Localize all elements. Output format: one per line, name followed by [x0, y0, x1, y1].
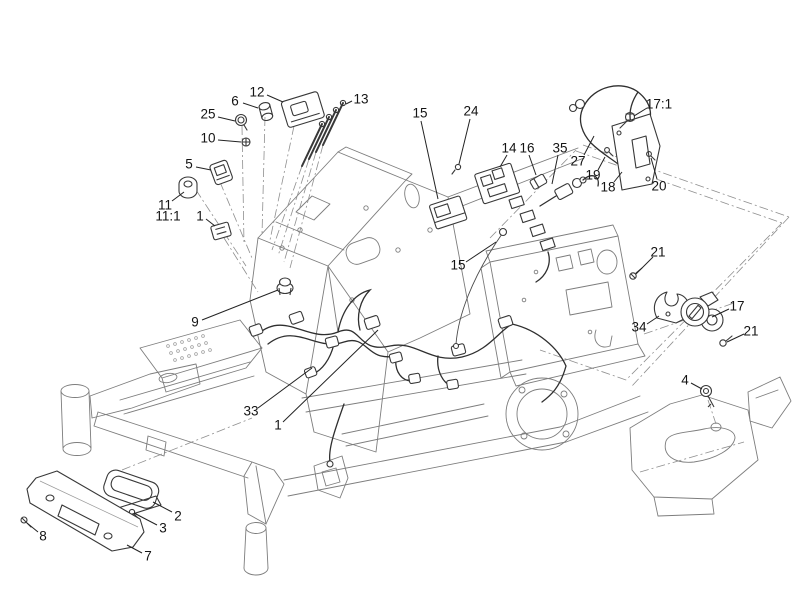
leader-line-1b	[282, 329, 379, 423]
callout-20: 20	[651, 179, 666, 194]
leader-line-1a	[205, 218, 216, 227]
leader-line-8	[26, 522, 39, 533]
callout-19: 19	[585, 168, 600, 183]
callout-21a: 21	[650, 245, 665, 260]
part-relay-block-14	[474, 162, 521, 205]
part-screw-21-lower	[719, 335, 733, 347]
leader-line-11	[171, 191, 185, 202]
callout-6: 6	[231, 94, 239, 109]
leader-line-7	[126, 544, 143, 554]
left-caster-and-step-plate	[60, 319, 263, 456]
part-wire-harness-33	[248, 288, 567, 468]
leader-line-9	[201, 289, 279, 321]
rear-fender-panel	[629, 376, 792, 517]
callout-11: 11	[158, 198, 172, 213]
callout-21b: 21	[743, 324, 758, 339]
callout-24: 24	[463, 104, 479, 119]
callout-7: 7	[144, 549, 152, 564]
machine-frame-linework	[60, 146, 792, 576]
callout-3: 3	[159, 521, 167, 536]
callout-27: 27	[570, 154, 585, 169]
callout-25: 25	[200, 107, 215, 122]
leader-line-18	[613, 171, 623, 183]
part-cable-35	[539, 175, 599, 207]
callout-12: 12	[249, 85, 264, 100]
part-bolt-17-1	[619, 111, 636, 129]
callout-13: 13	[353, 92, 368, 107]
callout-14: 14	[501, 141, 517, 156]
callout-9: 9	[191, 315, 199, 330]
leader-line-15b	[465, 241, 497, 263]
part-wire-15-lower	[452, 227, 508, 350]
part-ignition-switch-17	[680, 291, 724, 332]
callout-16: 16	[519, 141, 534, 156]
leader-line-33	[257, 367, 313, 409]
part-switch-5	[209, 159, 233, 186]
part-module-12	[280, 91, 325, 128]
callout-15b: 15	[450, 258, 465, 273]
callout-2: 2	[174, 509, 182, 524]
part-key-4	[699, 384, 715, 408]
leader-line-17	[711, 308, 730, 318]
leader-line-5	[195, 166, 212, 171]
callout-17: 17	[729, 299, 744, 314]
callout-15a: 15	[412, 106, 427, 121]
callout-18: 18	[600, 180, 615, 195]
callout-1a: 1	[196, 209, 204, 224]
leader-line-16	[528, 154, 537, 176]
part-bushing-6	[258, 101, 274, 122]
part-screw-19	[604, 147, 614, 157]
leader-line-21a	[635, 256, 654, 275]
part-connector-1-upper	[210, 221, 232, 241]
part-screw-24	[451, 163, 462, 175]
electrical-box-frame	[480, 224, 646, 387]
leader-line-2	[152, 501, 173, 513]
callout-35: 35	[552, 141, 567, 156]
control-console-tower	[249, 146, 585, 453]
leader-line-21b	[726, 333, 745, 343]
callout-5: 5	[185, 157, 193, 172]
part-clip-10	[241, 137, 251, 147]
callout-8: 8	[39, 529, 47, 544]
callout-1b: 1	[274, 418, 282, 433]
callout-34: 34	[631, 320, 647, 335]
part-screw-20	[646, 151, 656, 161]
leader-line-24	[458, 118, 471, 165]
part-ring-25	[234, 113, 248, 131]
part-relay-15	[429, 195, 468, 230]
leader-line-27	[583, 135, 595, 156]
part-light-2	[103, 469, 160, 509]
callout-17-1: 17:1	[646, 97, 672, 112]
leader-line-20	[650, 157, 658, 180]
leader-line-35	[551, 154, 559, 185]
leader-line-13	[345, 100, 353, 105]
main-frame-rails	[93, 359, 649, 576]
part-knob-11	[178, 176, 198, 199]
part-bracket-18	[611, 113, 661, 191]
part-fuse-strip	[508, 195, 556, 283]
part-bolts-13	[301, 99, 347, 167]
leader-line-6	[242, 102, 259, 109]
part-boot-9	[276, 277, 294, 296]
leader-line-34	[646, 315, 660, 325]
part-fuse-16	[529, 173, 548, 190]
leader-line-3	[133, 512, 158, 526]
part-bumper-7	[26, 470, 145, 552]
step-plate-perforations	[166, 334, 212, 362]
leader-line-25	[217, 116, 236, 122]
leader-line-17-1	[633, 107, 648, 117]
leader-line-4	[690, 382, 703, 390]
callout-33: 33	[243, 404, 258, 419]
electrical-parts	[20, 85, 733, 552]
callout-10: 10	[200, 131, 215, 146]
leader-line-19	[597, 156, 606, 171]
callout-4: 4	[681, 373, 689, 388]
leader-line-12	[266, 94, 284, 103]
leader-line-10	[217, 139, 242, 143]
callout-11-1: 11:1	[155, 209, 180, 224]
leader-line-15a	[420, 120, 439, 200]
leader-line-14	[499, 154, 508, 168]
